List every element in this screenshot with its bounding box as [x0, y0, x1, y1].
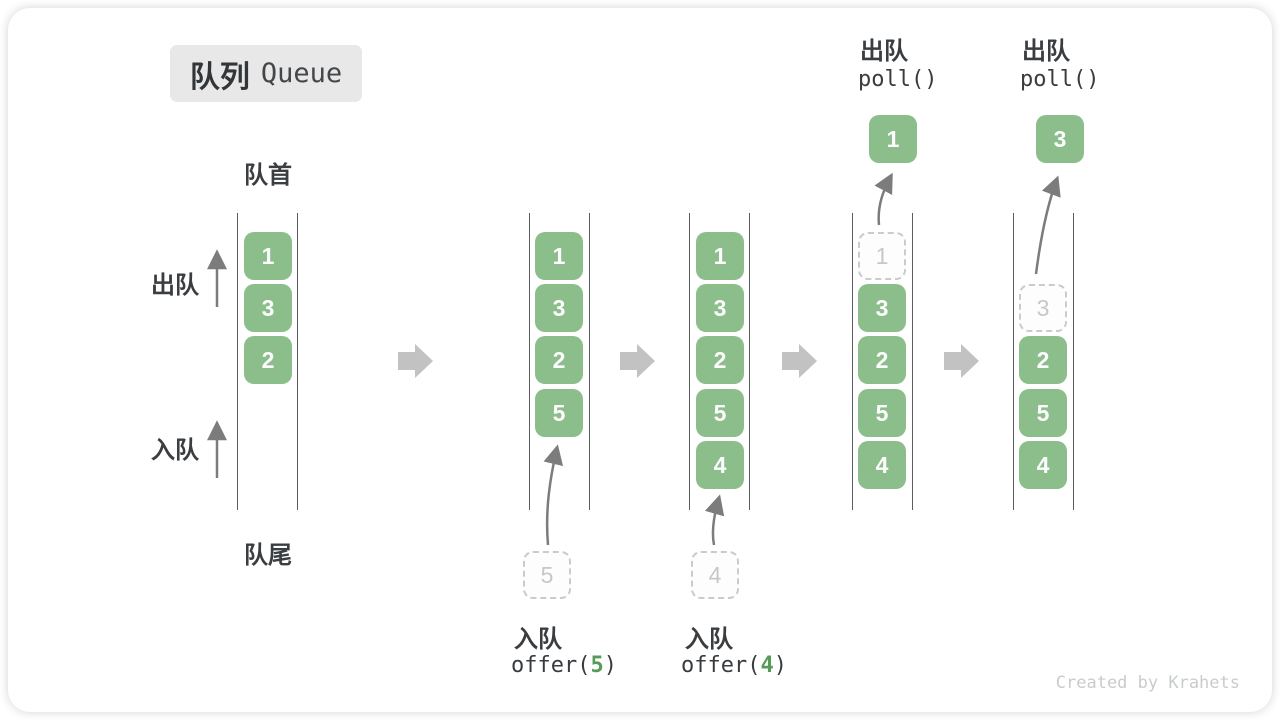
offer2-code-post: ): [773, 653, 787, 678]
queue-walls-5: [1013, 213, 1074, 510]
queue-walls-1: [237, 213, 298, 510]
queue-element: 1: [535, 232, 583, 280]
queue-element: 5: [535, 389, 583, 437]
queue-element: 4: [1019, 441, 1067, 489]
queue-element-removed: 3: [1019, 284, 1067, 332]
offer1-label: 入队: [514, 626, 562, 653]
queue-walls-4: [852, 213, 913, 510]
queue-element: 5: [1019, 389, 1067, 437]
queue-element: 2: [858, 336, 906, 384]
queue-element: 2: [696, 336, 744, 384]
offer1-code-post: ): [603, 653, 617, 678]
polled-element: 1: [869, 115, 917, 163]
poll1-label: 出队: [860, 38, 908, 65]
offer2-label: 入队: [685, 626, 733, 653]
offer1-code: offer(5): [511, 653, 617, 678]
queue-walls-2: [529, 213, 590, 510]
offered-element: 5: [523, 551, 571, 599]
queue-element: 2: [535, 336, 583, 384]
poll2-label: 出队: [1022, 38, 1070, 65]
polled-element: 3: [1036, 115, 1084, 163]
queue-element: 5: [858, 389, 906, 437]
offer2-code-arg: 4: [760, 653, 774, 678]
offer2-code-pre: offer(: [681, 653, 761, 678]
title-zh: 队列: [189, 60, 250, 94]
queue-element: 2: [244, 336, 292, 384]
label-enqueue: 入队: [151, 437, 199, 464]
queue-element: 3: [244, 284, 292, 332]
diagram-card: [8, 8, 1272, 712]
label-queue-rear: 队尾: [244, 542, 292, 569]
queue-element: 4: [858, 441, 906, 489]
queue-element: 3: [535, 284, 583, 332]
queue-element: 3: [696, 284, 744, 332]
offered-element: 4: [691, 551, 739, 599]
queue-element: 4: [696, 441, 744, 489]
title-box: 队列 Queue: [170, 45, 362, 102]
queue-element: 1: [244, 232, 292, 280]
watermark: Created by Krahets: [1055, 673, 1240, 693]
poll1-code: poll(): [858, 67, 938, 92]
queue-element: 3: [858, 284, 906, 332]
queue-element: 5: [696, 389, 744, 437]
label-queue-front: 队首: [244, 162, 292, 189]
queue-element: 1: [696, 232, 744, 280]
queue-element-removed: 1: [858, 232, 906, 280]
title-en: Queue: [260, 58, 343, 89]
offer2-code: offer(4): [681, 653, 787, 678]
queue-walls-3: [689, 213, 750, 510]
offer1-code-pre: offer(: [511, 653, 591, 678]
label-dequeue: 出队: [151, 272, 199, 299]
poll2-code: poll(): [1020, 67, 1100, 92]
queue-element: 2: [1019, 336, 1067, 384]
offer1-code-arg: 5: [590, 653, 604, 678]
